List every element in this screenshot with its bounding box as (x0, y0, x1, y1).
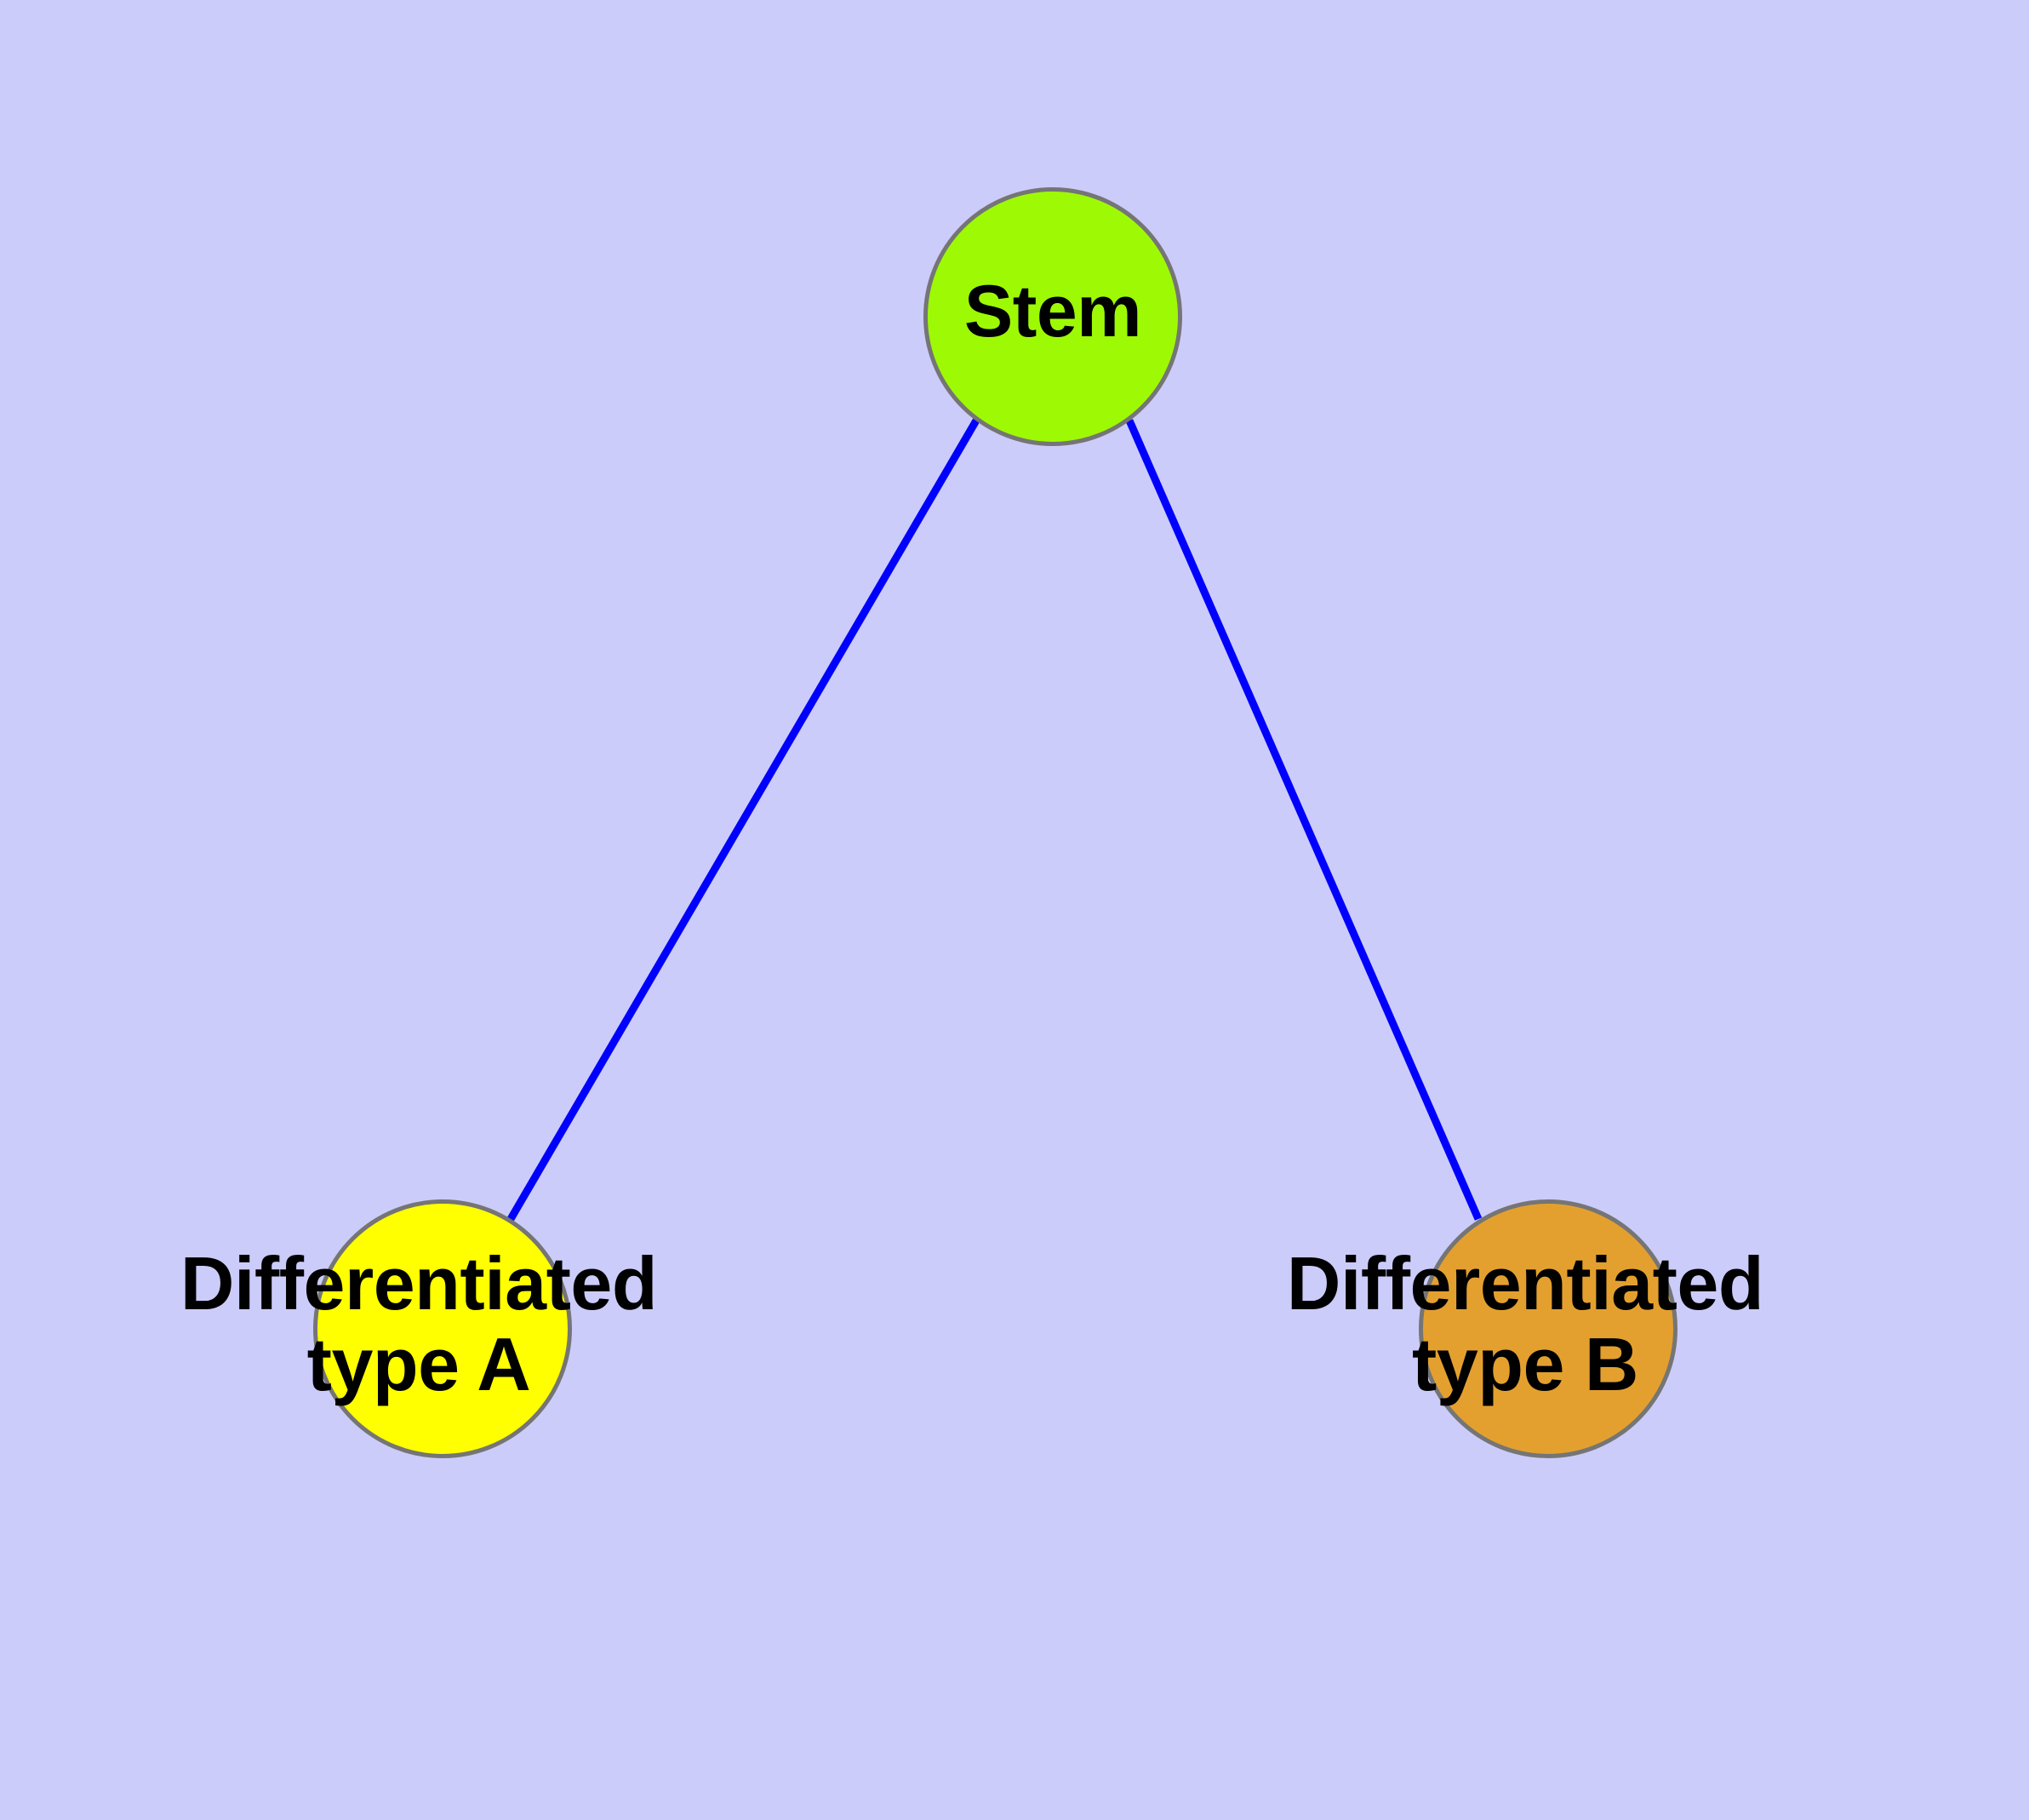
node-stem[interactable] (923, 187, 1182, 446)
node-differentiated-type-a[interactable] (313, 1199, 572, 1458)
edge-stem-to-differentiated-type-a[interactable] (507, 418, 980, 1222)
edge-stem-to-differentiated-type-b[interactable] (1125, 419, 1483, 1221)
node-differentiated-type-b[interactable] (1419, 1199, 1677, 1458)
